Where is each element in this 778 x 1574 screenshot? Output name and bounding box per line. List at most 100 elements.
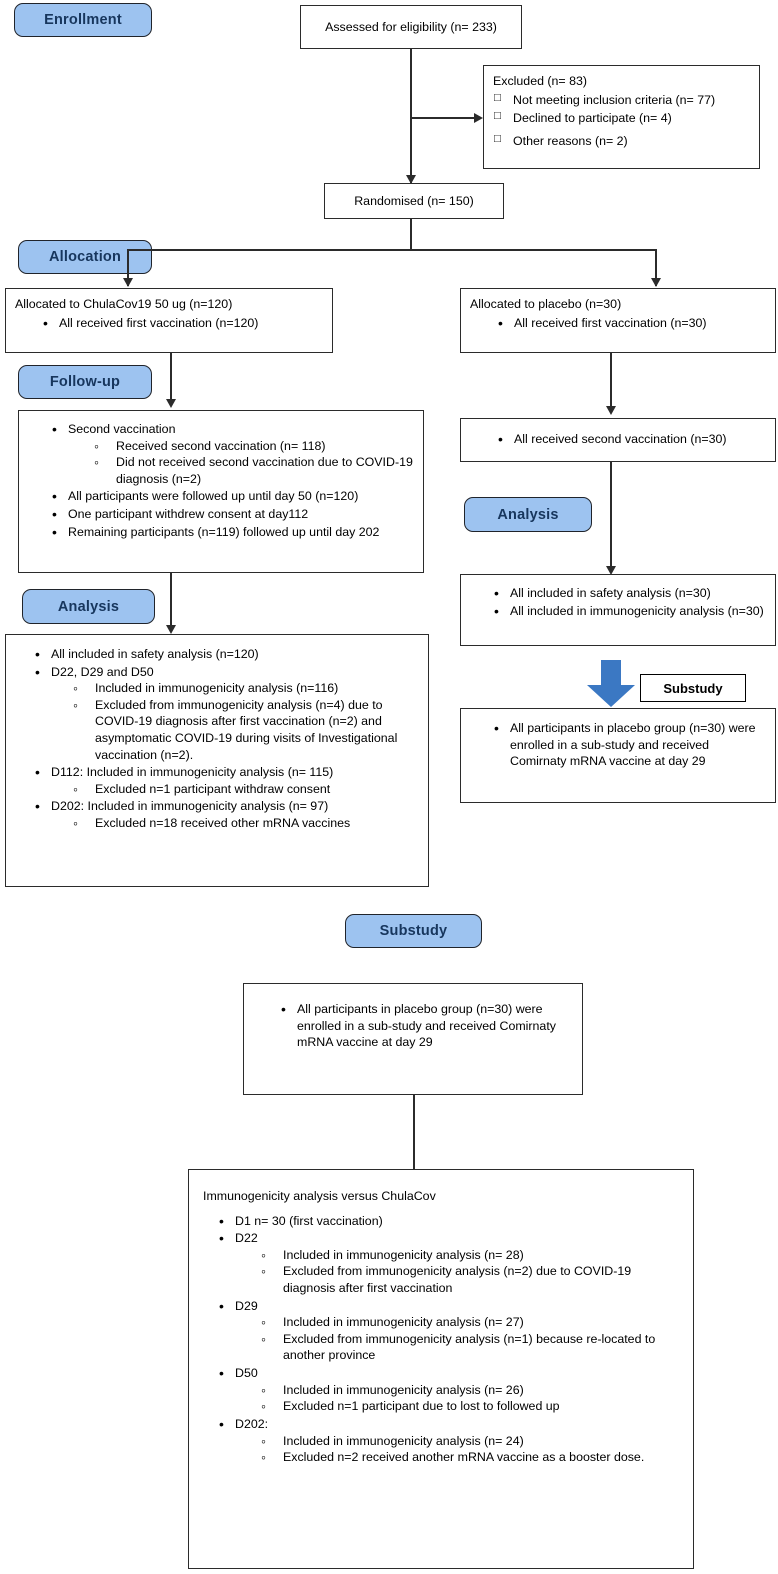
connector-to-excluded: [410, 117, 475, 119]
list-item: All participants were followed up until …: [46, 487, 414, 505]
substudy-analysis-sublist-d202: Included in immunogenicity analysis (n= …: [253, 1432, 679, 1466]
list-item: All participants in placebo group (n=30)…: [488, 719, 766, 770]
node-substudy-immunogenicity-analysis: Immunogenicity analysis versus ChulaCov …: [188, 1169, 694, 1569]
randomised-text: Randomised (n= 150): [354, 193, 474, 208]
substudy-analysis-list: D1 n= 30 (first vaccination) D22 Include…: [213, 1212, 679, 1466]
list-item: Excluded from immunogenicity analysis (n…: [253, 1262, 679, 1296]
list-item: Excluded from immunogenicity analysis (n…: [253, 1330, 679, 1364]
node-analysis-vaccine: All included in safety analysis (n=120) …: [5, 634, 429, 887]
list-item: Second vaccination Received second vacci…: [46, 420, 414, 488]
list-item: D112: Included in immunogenicity analysi…: [29, 763, 419, 798]
list-item: D22 Included in immunogenicity analysis …: [213, 1229, 679, 1296]
arrow-into-alloc-placebo: [650, 278, 661, 287]
arrow-into-followup-placebo: [605, 406, 616, 415]
connector-allocation-split: [127, 249, 656, 251]
list-item-text: D22: [235, 1231, 258, 1246]
node-substudy-placebo-bottom: All participants in placebo group (n=30)…: [243, 983, 583, 1095]
analysis-vaccine-sublist-2: Excluded n=1 participant withdraw consen…: [65, 780, 419, 798]
list-item: Included in immunogenicity analysis (n= …: [253, 1381, 679, 1399]
stage-label-followup: Follow-up: [18, 365, 152, 399]
excluded-reason-list: Not meeting inclusion criteria (n= 77) D…: [493, 91, 750, 150]
alloc-placebo-title: Allocated to placebo (n=30): [470, 297, 622, 311]
list-item: All received first vaccination (n=30): [492, 314, 766, 332]
arrow-into-followup-vaccine: [165, 399, 176, 408]
stage-label-substudy: Substudy: [345, 914, 482, 948]
stage-label-enrollment: Enrollment: [14, 3, 152, 37]
followup-vaccine-list: Second vaccination Received second vacci…: [46, 420, 414, 541]
stage-label-analysis-left: Analysis: [22, 589, 155, 624]
list-item: Other reasons (n= 2): [493, 132, 750, 150]
list-item: Not meeting inclusion criteria (n= 77): [493, 91, 750, 109]
substudy-analysis-header: Immunogenicity analysis versus ChulaCov: [203, 1189, 436, 1203]
list-item: Excluded n=1 participant withdraw consen…: [65, 780, 419, 798]
list-item: D202: Included in immunogenicity analysi…: [29, 797, 419, 832]
alloc-vaccine-list: All received first vaccination (n=120): [37, 314, 323, 332]
node-analysis-placebo: All included in safety analysis (n=30) A…: [460, 574, 776, 646]
arrow-into-randomised: [405, 175, 416, 184]
list-item: D29 Included in immunogenicity analysis …: [213, 1297, 679, 1364]
list-item: All received first vaccination (n=120): [37, 314, 323, 332]
list-item: Declined to participate (n= 4): [493, 109, 750, 127]
analysis-placebo-list: All included in safety analysis (n=30) A…: [488, 584, 766, 619]
connector-split-right: [655, 249, 657, 286]
substudy-analysis-sublist-d29: Included in immunogenicity analysis (n= …: [253, 1313, 679, 1364]
list-item: Excluded from immunogenicity analysis (n…: [65, 696, 419, 763]
analysis-vaccine-list: All included in safety analysis (n=120) …: [29, 645, 419, 832]
excluded-title: Excluded (n= 83): [493, 74, 588, 88]
list-item: All included in safety analysis (n=30): [488, 584, 766, 602]
connector-assessed-to-randomised: [410, 49, 412, 183]
node-randomised: Randomised (n= 150): [324, 183, 504, 219]
blue-block-arrow-down-icon: [587, 660, 635, 707]
list-item: D1 n= 30 (first vaccination): [213, 1212, 679, 1230]
list-item: Included in immunogenicity analysis (n=1…: [65, 679, 419, 697]
followup-placebo-list: All received second vaccination (n=30): [492, 430, 726, 449]
arrow-into-excluded: [474, 112, 483, 123]
node-substudy-placebo-right: All participants in placebo group (n=30)…: [460, 708, 776, 803]
connector-followup-placebo-to-analysis: [610, 462, 612, 572]
node-allocated-chulacov19: Allocated to ChulaCov19 50 ug (n=120) Al…: [5, 288, 333, 353]
substudy-placebo-bottom-list: All participants in placebo group (n=30)…: [275, 1000, 573, 1051]
list-item-text: D50: [235, 1366, 258, 1381]
list-item: Excluded n=18 received other mRNA vaccin…: [65, 814, 419, 832]
node-excluded: Excluded (n= 83) Not meeting inclusion c…: [483, 65, 760, 169]
list-item: Received second vaccination (n= 118): [86, 437, 414, 455]
analysis-vaccine-sublist-3: Excluded n=18 received other mRNA vaccin…: [65, 814, 419, 832]
list-item: D50 Included in immunogenicity analysis …: [213, 1364, 679, 1415]
substudy-tag-label: Substudy: [640, 674, 746, 702]
list-item-text: D202:: [235, 1416, 269, 1431]
list-item: One participant withdrew consent at day1…: [46, 505, 414, 523]
list-item: D22, D29 and D50 Included in immunogenic…: [29, 663, 419, 764]
substudy-placebo-right-list: All participants in placebo group (n=30)…: [488, 719, 766, 770]
node-allocated-placebo: Allocated to placebo (n=30) All received…: [460, 288, 776, 353]
connector-substudy-to-final-analysis: [413, 1095, 415, 1198]
list-item: Did not received second vaccination due …: [86, 453, 414, 487]
list-item-text: D22, D29 and D50: [51, 664, 154, 679]
list-item: All received second vaccination (n=30): [492, 430, 726, 448]
list-item-text: D29: [235, 1298, 258, 1313]
connector-alloc-placebo-to-followup: [610, 353, 612, 410]
alloc-vaccine-title: Allocated to ChulaCov19 50 ug (n=120): [15, 297, 233, 311]
connector-randomised-down: [410, 219, 412, 250]
list-item: Remaining participants (n=119) followed …: [46, 523, 414, 541]
analysis-vaccine-sublist-1: Included in immunogenicity analysis (n=1…: [65, 679, 419, 763]
arrow-into-analysis-vaccine: [165, 625, 176, 634]
connector-alloc-vaccine-to-followup: [170, 353, 172, 403]
list-item: All included in safety analysis (n=120): [29, 645, 419, 663]
list-item: Included in immunogenicity analysis (n= …: [253, 1246, 679, 1264]
node-followup-placebo: All received second vaccination (n=30): [460, 418, 776, 462]
connector-split-left: [127, 249, 129, 286]
node-assessed-for-eligibility: Assessed for eligibility (n= 233): [300, 5, 522, 49]
substudy-analysis-sublist-d50: Included in immunogenicity analysis (n= …: [253, 1381, 679, 1415]
arrow-into-alloc-vaccine: [122, 278, 133, 287]
list-item: Included in immunogenicity analysis (n= …: [253, 1432, 679, 1450]
connector-followup-vaccine-to-analysis: [170, 573, 172, 629]
alloc-placebo-list: All received first vaccination (n=30): [492, 314, 766, 332]
list-item: All participants in placebo group (n=30)…: [275, 1000, 573, 1051]
list-item: Included in immunogenicity analysis (n= …: [253, 1313, 679, 1331]
followup-vaccine-sublist: Received second vaccination (n= 118) Did…: [86, 437, 414, 488]
stage-label-allocation: Allocation: [18, 240, 152, 274]
list-item-text: D202: Included in immunogenicity analysi…: [51, 799, 329, 814]
list-item: D202: Included in immunogenicity analysi…: [213, 1415, 679, 1466]
node-followup-vaccine: Second vaccination Received second vacci…: [18, 410, 424, 573]
